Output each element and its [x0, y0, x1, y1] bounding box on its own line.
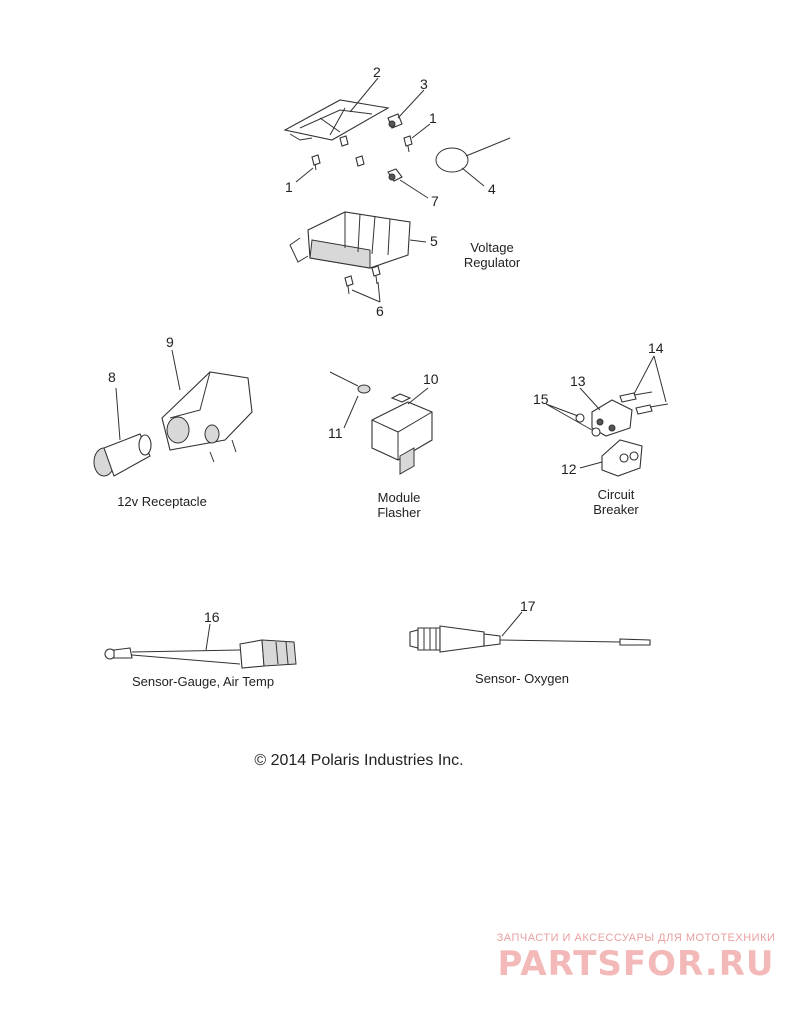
watermark-tagline: ЗАПЧАСТИ И АКСЕССУАРЫ ДЛЯ МОТОТЕХНИКИ [497, 932, 776, 944]
bracket-9 [161, 371, 253, 463]
circuit-breaker-label-1: Circuit [598, 487, 635, 502]
voltage-regulator-label-1: Voltage [470, 240, 513, 255]
leader-16 [205, 623, 211, 651]
leader-2 [349, 77, 379, 113]
breaker-bracket-13 [591, 399, 633, 437]
voltage-regulator-label-2: Regulator [464, 255, 521, 270]
leader-3 [397, 89, 425, 119]
leader-6 [351, 281, 381, 303]
callout-9: 9 [166, 334, 174, 350]
sensor-gauge-label: Sensor-Gauge, Air Temp [132, 674, 274, 689]
leader-14 [633, 355, 667, 403]
callout-4: 4 [488, 181, 496, 197]
callout-7: 7 [431, 193, 439, 209]
leader-1a [295, 167, 314, 183]
circuit-breaker-label-2: Breaker [593, 502, 639, 517]
copyright-text: © 2014 Polaris Industries Inc. [254, 752, 463, 769]
callout-14: 14 [648, 340, 664, 356]
screw-1b [403, 135, 413, 153]
receptacle-label: 12v Receptacle [117, 494, 207, 509]
leader-7 [399, 179, 429, 199]
callout-5: 5 [430, 233, 438, 249]
callout-12: 12 [561, 461, 577, 477]
screw-1a [311, 154, 321, 171]
callout-15: 15 [533, 391, 549, 407]
callout-8: 8 [108, 369, 116, 385]
callout-3: 3 [420, 76, 428, 92]
leader-9 [171, 349, 181, 391]
screw-extra-1 [339, 135, 349, 147]
callout-2: 2 [373, 64, 381, 80]
leader-4 [461, 167, 485, 187]
sensor-oxygen-label: Sensor- Oxygen [475, 671, 569, 686]
callout-13: 13 [570, 373, 586, 389]
screw-extra-2 [355, 155, 365, 167]
fastener-7 [387, 168, 403, 182]
leader-17 [501, 611, 523, 637]
leader-15 [545, 403, 593, 431]
callout-11: 11 [328, 425, 343, 441]
watermark-logo: PARTSFOR.RU [497, 944, 774, 984]
leader-13 [579, 387, 601, 411]
rivets-14 [619, 391, 669, 415]
module-flasher-label-2: Flasher [377, 505, 421, 520]
screws-6 [344, 265, 381, 295]
oxygen-sensor-17 [409, 625, 651, 653]
flasher-10 [371, 393, 433, 475]
callout-17: 17 [520, 598, 536, 614]
callout-1b: 1 [429, 110, 437, 126]
voltage-regulator-5 [289, 211, 411, 269]
leader-12 [579, 461, 603, 469]
mounting-bracket [283, 99, 390, 141]
callout-10: 10 [423, 371, 439, 387]
leader-1b [411, 123, 431, 139]
callout-16: 16 [204, 609, 220, 625]
receptacle-8 [93, 433, 152, 477]
leader-10 [407, 387, 429, 405]
leader-8 [115, 387, 121, 441]
cable-tie-4 [435, 137, 511, 173]
callout-1a: 1 [285, 179, 293, 195]
callout-6: 6 [376, 303, 384, 319]
air-temp-sensor-16 [104, 639, 297, 669]
module-flasher-label-1: Module [378, 490, 421, 505]
circuit-breaker-12 [601, 439, 643, 477]
leader-11 [343, 395, 359, 429]
wire-11 [329, 371, 371, 394]
leader-5 [409, 239, 427, 243]
